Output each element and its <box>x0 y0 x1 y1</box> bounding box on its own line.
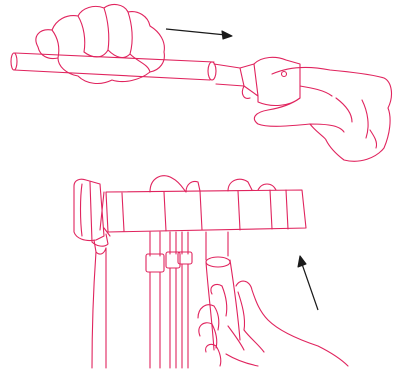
bottom-panel <box>74 176 348 368</box>
top-panel <box>11 5 391 162</box>
top-right-hand <box>254 67 391 161</box>
top-tube <box>11 53 216 80</box>
bottom-hand <box>198 281 348 366</box>
pull-direction-arrow <box>166 29 232 39</box>
push-direction-arrow <box>298 256 318 310</box>
manifold <box>100 176 306 236</box>
bracket <box>74 179 108 252</box>
top-connector <box>214 57 300 105</box>
left-tube <box>92 248 106 368</box>
